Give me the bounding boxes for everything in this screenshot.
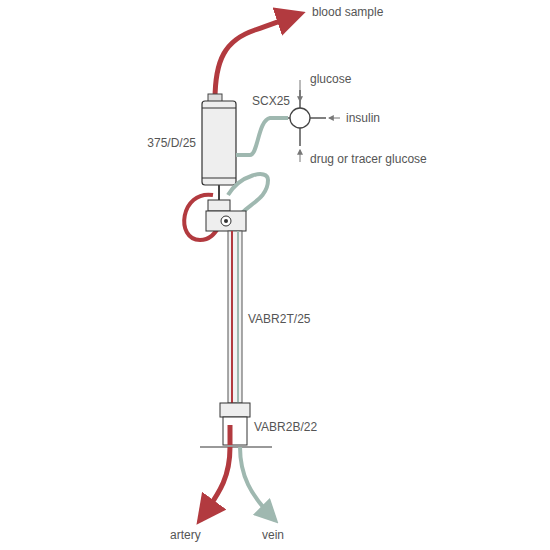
part-name: VABR2B/22 [254,420,317,434]
part-name: VABR2T/25 [248,312,310,326]
part-name: 375/D/25 [147,136,196,150]
part-name: SCX25 [252,94,290,108]
input-label: drug or tracer glucose [310,152,427,166]
vessel-label: vein [262,528,284,542]
input-label: glucose [310,72,351,86]
tube-label: blood sample [312,5,383,19]
input-label: insulin [346,111,380,125]
vessel-label: artery [170,528,201,542]
